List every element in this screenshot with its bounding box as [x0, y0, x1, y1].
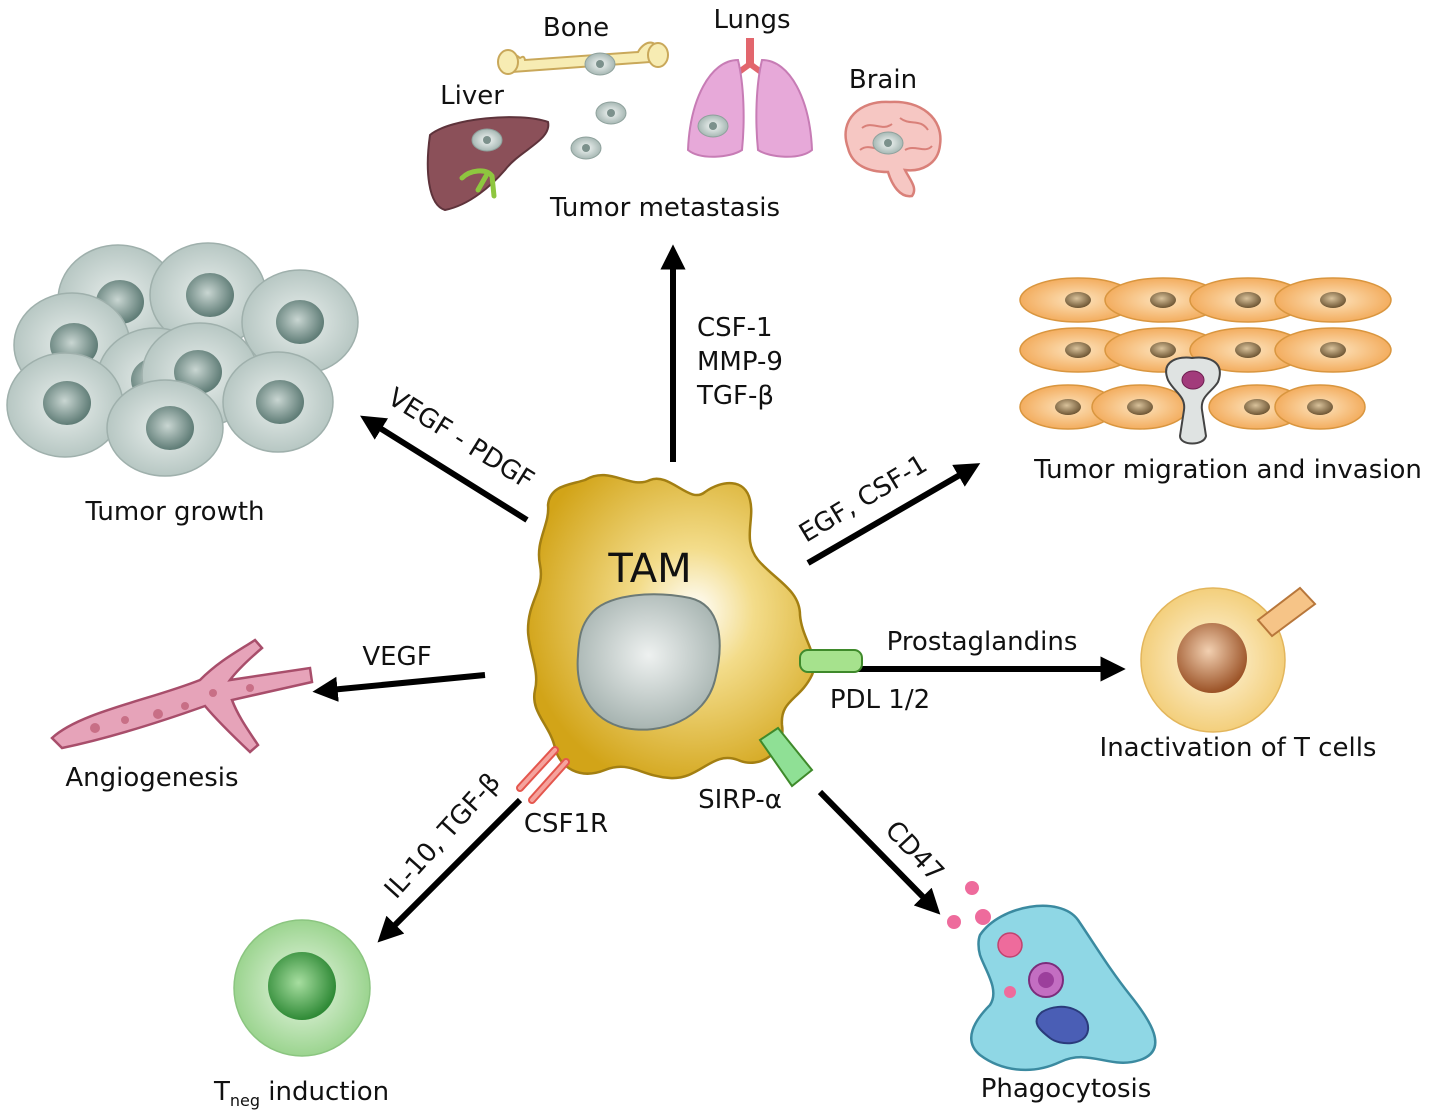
treg-cell-illustration — [233, 919, 371, 1057]
bone-label: Bone — [543, 13, 609, 43]
csf1r-receptor — [516, 746, 570, 804]
tumor-cell — [6, 352, 124, 458]
mediator-up-1: CSF-1 — [697, 313, 773, 343]
brain-illustration — [844, 100, 942, 198]
tumor-cell — [106, 379, 224, 477]
blood-vessel-illustration — [50, 638, 314, 754]
migration-epithelium — [1019, 277, 1392, 445]
mediator-up-3: TGF-β — [696, 381, 774, 411]
receptor-labels: PDL 1/2 CSF1R SIRP-α — [524, 685, 930, 839]
tam-nucleus — [576, 593, 721, 731]
mediator-angiogenesis: VEGF — [362, 642, 431, 672]
cd47-particle — [965, 881, 979, 895]
treg-label-sub: neg — [230, 1091, 260, 1110]
growth-label: Tumor growth — [84, 497, 264, 527]
tumor-cell — [222, 351, 334, 453]
inhibitory-receptor — [1256, 586, 1317, 638]
cd47-particle — [1004, 986, 1016, 998]
mediator-phago: CD47 — [879, 815, 950, 888]
bone-illustration — [497, 41, 669, 76]
sirp-label: SIRP-α — [698, 785, 782, 815]
brain-label: Brain — [849, 65, 917, 95]
lungs-label: Lungs — [713, 5, 790, 35]
epithelial-row — [1019, 384, 1366, 430]
angiogenesis-label: Angiogenesis — [65, 763, 238, 793]
phagocytosis-label: Phagocytosis — [981, 1074, 1152, 1104]
mediator-tcell: Prostaglandins — [887, 627, 1078, 657]
liver-illustration — [426, 116, 550, 212]
tumor-growth-cluster — [6, 242, 359, 477]
csf1r-label: CSF1R — [524, 809, 608, 839]
tcell-label: Inactivation of T cells — [1100, 733, 1377, 763]
arrow-phagocytosis — [817, 789, 941, 915]
arrow-angiogenesis — [312, 672, 486, 702]
arrow-growth — [360, 415, 529, 523]
circulating-tumor-cells — [570, 101, 627, 160]
cd47-particle — [997, 932, 1023, 958]
tam-label: TAM — [607, 546, 691, 592]
organ-labels: Bone Lungs Liver Brain — [440, 5, 917, 111]
lungs-illustration — [686, 38, 814, 158]
pdl-receptor — [799, 649, 863, 673]
sirp-receptor — [758, 726, 814, 788]
cd47-particle — [947, 915, 961, 929]
phagocyte-illustration — [947, 881, 1157, 1072]
invading-cell — [1165, 356, 1221, 445]
cd47-particle — [975, 909, 991, 925]
outcome-labels: Tumor metastasis Tumor growth Tumor migr… — [65, 193, 1421, 1110]
treg-label-rest: induction — [260, 1077, 389, 1107]
epithelial-row — [1019, 327, 1392, 373]
metastasis-label: Tumor metastasis — [549, 193, 780, 223]
liver-label: Liver — [440, 81, 504, 111]
migration-label: Tumor migration and invasion — [1033, 455, 1422, 485]
pdl-label: PDL 1/2 — [830, 685, 930, 715]
arrow-migration — [806, 463, 981, 566]
arrow-treg — [377, 797, 523, 943]
treg-label: Tneg induction — [213, 1077, 389, 1110]
tumor-cell — [241, 269, 359, 375]
treg-label-main: T — [213, 1077, 230, 1107]
tam-cell: TAM — [526, 473, 816, 780]
mediator-up-2: MMP-9 — [697, 347, 783, 377]
arrows — [312, 244, 1126, 943]
t-cell-illustration — [1140, 586, 1317, 733]
epithelial-row — [1019, 277, 1392, 323]
